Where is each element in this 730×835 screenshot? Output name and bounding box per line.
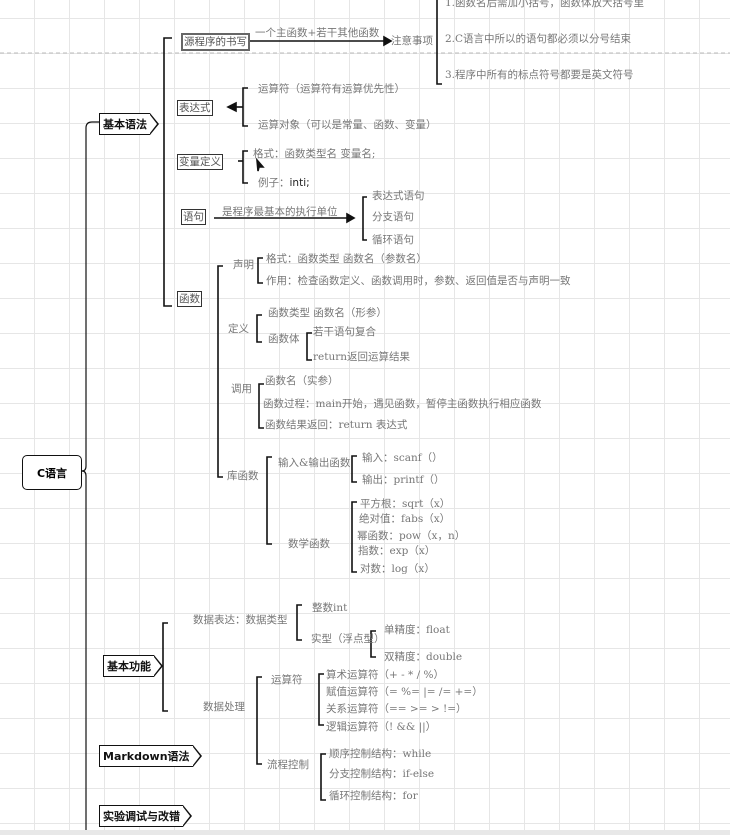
node-variable[interactable]: 变量定义: [177, 154, 223, 170]
node-source[interactable]: 源程序的书写: [181, 33, 250, 51]
node-definition[interactable]: 定义: [228, 323, 249, 335]
branch-label: Markdown语法: [103, 750, 190, 763]
branch-markdown[interactable]: Markdown语法: [99, 745, 202, 767]
edge-label: 是程序最基本的执行单位: [222, 206, 338, 218]
bottom-scrollbar-track: [0, 830, 730, 835]
operator-item: 关系运算符（== >= > !=）: [326, 703, 467, 715]
operator-item: 赋值运算符（= %= |= /= +=）: [326, 686, 483, 698]
node-library[interactable]: 库函数: [227, 470, 259, 482]
variable-format: 格式：函数类型名 变量名;: [253, 148, 376, 160]
node-data-processing[interactable]: 数据处理: [203, 701, 245, 713]
definition-header: 函数类型 函数名（形参）: [268, 307, 387, 319]
math-item: 绝对值：fabs（x）: [359, 513, 451, 525]
example-code: inti;: [289, 177, 310, 189]
node-function-body[interactable]: 函数体: [268, 333, 300, 345]
branch-basic-syntax[interactable]: 基本语法: [99, 113, 159, 135]
call-item: 函数结果返回：return 表达式: [265, 419, 408, 431]
branch-label: 基本语法: [103, 118, 147, 131]
expression-item: 运算符（运算符有运算优先性）: [258, 83, 405, 95]
expression-item: 运算对象（可以是常量、函数、变量）: [258, 119, 437, 131]
node-call[interactable]: 调用: [231, 383, 252, 395]
math-item: 指数：exp（x）: [358, 545, 436, 557]
declaration-item: 格式：函数类型 函数名（参数名）: [266, 253, 427, 265]
statement-item: 表达式语句: [372, 190, 425, 202]
node-expression[interactable]: 表达式: [177, 100, 213, 116]
example-label: 例子：: [258, 177, 290, 189]
node-math[interactable]: 数学函数: [288, 538, 330, 550]
note-item: 1.函数名后需加小括号，函数体放大括号里: [445, 0, 645, 9]
node-declaration[interactable]: 声明: [233, 259, 254, 271]
note-item: 2.C语言中所以的语句都必须以分号结束: [445, 33, 632, 45]
note-item: 3.程序中所有的标点符号都要是英文符号: [445, 69, 634, 81]
operator-item: 算术运算符（+ - * / %）: [326, 669, 444, 681]
branch-basic-functions[interactable]: 基本功能: [103, 655, 163, 677]
call-item: 函数名（实参）: [265, 375, 339, 387]
operator-item: 逻辑运算符（! && ||）: [326, 721, 437, 733]
math-item: 幂函数：pow（x，n）: [357, 530, 466, 542]
io-item: 输入：scanf（）: [362, 452, 443, 464]
math-item: 对数：log（x）: [360, 563, 435, 575]
flow-item: 顺序控制结构：while: [329, 748, 432, 760]
node-io[interactable]: 输入&输出函数: [278, 457, 351, 469]
real-item: 单精度：float: [384, 624, 450, 636]
call-item: 函数过程：main开始，遇见函数，暂停主函数执行相应函数: [263, 398, 542, 410]
statement-item: 循环语句: [372, 234, 414, 246]
node-data-expression[interactable]: 数据表达：数据类型: [193, 614, 288, 626]
math-item: 平方根：sqrt（x）: [360, 498, 451, 510]
flow-item: 循环控制结构：for: [329, 790, 418, 802]
node-real-type[interactable]: 实型（浮点型）: [311, 633, 385, 645]
flow-item: 分支控制结构：if-else: [329, 768, 435, 780]
real-item: 双精度：double: [384, 651, 463, 663]
node-notes[interactable]: 注意事项: [391, 35, 433, 47]
statement-item: 分支语句: [372, 211, 414, 223]
node-function[interactable]: 函数: [177, 291, 202, 307]
io-item: 输出：printf（）: [362, 474, 445, 486]
variable-example: 例子：inti;: [258, 176, 310, 190]
branch-label: 实验调试与改错: [103, 810, 180, 823]
declaration-item: 作用：检查函数定义、函数调用时，参数、返回值是否与声明一致: [266, 275, 571, 287]
branch-label: 基本功能: [107, 660, 151, 673]
body-item: return返回运算结果: [313, 351, 410, 363]
node-operators[interactable]: 运算符: [271, 674, 303, 686]
body-item: 若干语句复合: [313, 326, 376, 338]
type-item: 整数int: [312, 602, 348, 614]
branch-debugging[interactable]: 实验调试与改错: [99, 805, 192, 827]
root-node[interactable]: C语言: [22, 455, 82, 490]
node-flow-control[interactable]: 流程控制: [267, 759, 309, 771]
root-label: C语言: [36, 466, 68, 480]
edge-label: 一个主函数+若干其他函数: [255, 27, 380, 39]
node-statement[interactable]: 语句: [181, 209, 206, 225]
